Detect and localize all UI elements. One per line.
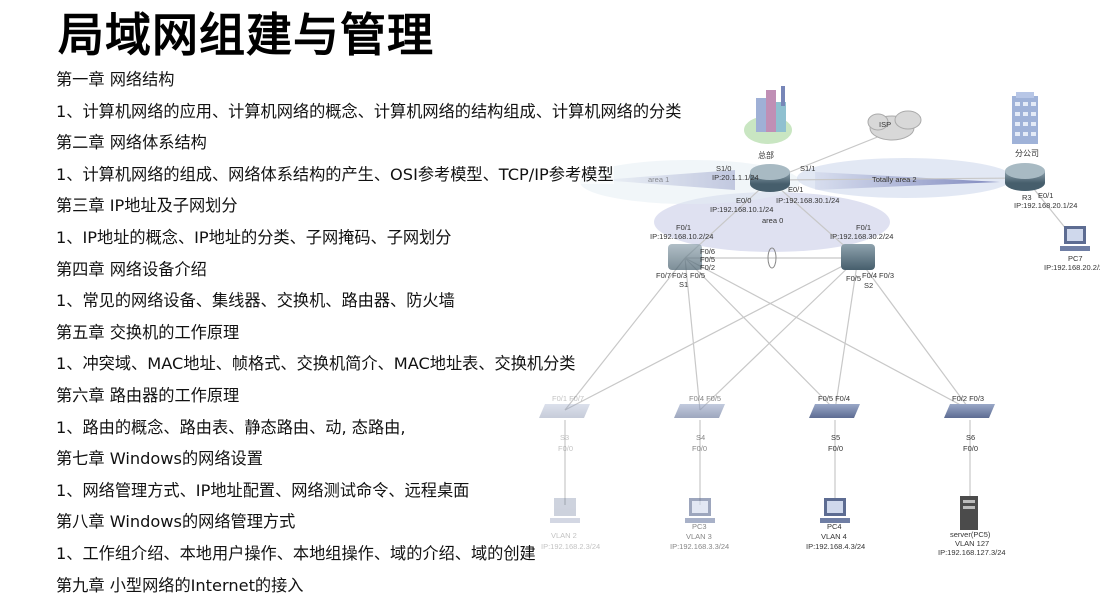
pc-vlan2-label: VLAN 2 <box>551 531 577 540</box>
switch-s2-icon <box>841 244 875 270</box>
s1-f05-label: F0/5 <box>700 255 715 264</box>
router-hq-icon <box>750 164 790 192</box>
outline-item: 1、计算机网络的应用、计算机网络的概念、计算机网络的结构组成、计算机网络的分类 <box>56 101 682 121</box>
area0-region <box>654 192 890 252</box>
s1-f05b-label: F0/5 <box>690 271 705 280</box>
outline-item: 1、网络管理方式、IP地址配置、网络测试命令、远程桌面 <box>56 480 470 500</box>
pc7-label: PC7 <box>1068 254 1083 263</box>
outline-item: 1、工作组介绍、本地用户操作、本地组操作、域的介绍、域的创建 <box>56 543 536 563</box>
s4-ports-label: F0/4 F0/5 <box>689 394 721 403</box>
outline-item: 第三章 IP地址及子网划分 <box>56 196 238 216</box>
s6-label: S6 <box>966 433 975 442</box>
pc7-icon <box>1060 226 1090 251</box>
s5-ports-label: F0/5 F0/4 <box>818 394 850 403</box>
isp-cloud-icon <box>867 110 922 141</box>
outline-item: 第九章 小型网络的Internet的接入 <box>56 575 304 595</box>
s1-f07-label: F0/7 <box>656 271 671 280</box>
switch-s4-icon <box>674 404 725 418</box>
s4-label: S4 <box>696 433 705 442</box>
switch-s3-icon <box>539 404 590 418</box>
outline-item: 1、IP地址的概念、IP地址的分类、子网掩码、子网划分 <box>56 227 452 247</box>
s1-f01-ip: IP:192.168.10.2/24 <box>650 232 713 241</box>
area1-arrow <box>600 170 735 190</box>
outline-item: 第六章 路由器的工作原理 <box>56 385 240 405</box>
pc-vlan2-icon <box>550 498 580 523</box>
course-outline: 第一章 网络结构 1、计算机网络的应用、计算机网络的概念、计算机网络的结构组成、… <box>56 68 682 605</box>
server-icon <box>960 496 978 530</box>
etherchannel-mark <box>767 247 777 269</box>
branch-label: 分公司 <box>1015 149 1039 158</box>
hq-e0-1-label: E0/1 <box>788 185 803 194</box>
s1-f01-label: F0/1 <box>676 223 691 232</box>
hq-label: 总部 <box>758 150 774 160</box>
s3-ports-label: F0/1 F0/7 <box>552 394 584 403</box>
server-label: server(PC5) <box>950 530 991 539</box>
s1-f06-label: F0/6 <box>700 247 715 256</box>
s4-down-label: F0/0 <box>692 444 707 453</box>
s2-f03-label: F0/3 <box>879 271 894 280</box>
pc3-vlan: VLAN 3 <box>686 532 712 541</box>
e0-0-label: E0/0 <box>736 196 751 205</box>
outline-item: 第八章 Windows的网络管理方式 <box>56 512 296 532</box>
switch-s5-icon <box>809 404 860 418</box>
outline-item: 1、常见的网络设备、集线器、交换机、路由器、防火墙 <box>56 291 455 311</box>
pc4-vlan: VLAN 4 <box>821 532 847 541</box>
outline-item: 第四章 网络设备介绍 <box>56 259 207 279</box>
s2-f05-label: F0/5 <box>846 274 861 283</box>
s3-label: S3 <box>560 433 569 442</box>
branch-building-icon <box>1012 92 1038 144</box>
e0-0-ip: IP:192.168.10.1/24 <box>710 205 773 214</box>
s2-f01-label: F0/1 <box>856 223 871 232</box>
r3-port-label: E0/1 <box>1038 191 1053 200</box>
pc4-icon <box>820 498 850 523</box>
switch-s6-icon <box>944 404 995 418</box>
area0-label: area 0 <box>762 216 783 225</box>
diagram-labels: ISP 总部 分公司 area 0 area 1 Totally area 2 … <box>541 120 1100 557</box>
r3-label: R3 <box>1022 193 1032 202</box>
outline-item: 1、计算机网络的组成、网络体系结构的产生、OSI参考模型、TCP/IP参考模型 <box>56 164 614 184</box>
pc3-ip: IP:192.168.3.3/24 <box>670 542 729 551</box>
s1-label: S1 <box>679 280 688 289</box>
isp-label: ISP <box>879 120 891 129</box>
page-title: 局域网组建与管理 <box>58 8 434 62</box>
hq-e0-1-ip: IP:192.168.30.1/24 <box>776 196 839 205</box>
area2-arrow <box>815 172 1000 190</box>
server-vlan: VLAN 127 <box>955 539 989 548</box>
pc-vlan2-ip: IP:192.168.2.3/24 <box>541 542 600 551</box>
outline-item: 第五章 交换机的工作原理 <box>56 322 240 342</box>
switch-s1-icon <box>668 244 702 270</box>
s1-0-label: S1/0 <box>716 164 731 173</box>
s1-f02-label: F0/2 <box>700 263 715 272</box>
s2-label: S2 <box>864 281 873 290</box>
outline-item: 第一章 网络结构 <box>56 70 175 89</box>
s1-f03-label: F0/3 <box>672 271 687 280</box>
outline-item: 第二章 网络体系结构 <box>56 133 207 153</box>
server-ip: IP:192.168.127.3/24 <box>938 548 1006 557</box>
outline-item: 1、冲突域、MAC地址、帧格式、交换机简介、MAC地址表、交换机分类 <box>56 354 576 374</box>
router-r3-icon <box>1005 163 1045 191</box>
s5-label: S5 <box>831 433 840 442</box>
pc4-ip: IP:192.168.4.3/24 <box>806 542 865 551</box>
pc7-ip: IP:192.168.20.2/24 <box>1044 263 1100 272</box>
area2-label: Totally area 2 <box>872 175 917 184</box>
pc3-label: PC3 <box>692 522 707 531</box>
outline-item: 1、路由的概念、路由表、静态路由、动, 态路由, <box>56 417 406 437</box>
s2-f01-ip: IP:192.168.30.2/24 <box>830 232 893 241</box>
area1-label: area 1 <box>648 175 669 184</box>
s1-1-label: S1/1 <box>800 164 815 173</box>
s1-0-ip: IP:20.1.1.1/24 <box>712 173 759 182</box>
hq-building-icon <box>744 86 792 144</box>
pc3-icon <box>685 498 715 523</box>
pc4-label: PC4 <box>827 522 842 531</box>
s3-down-label: F0/0 <box>558 444 573 453</box>
s2-f04-label: F0/4 <box>862 271 877 280</box>
s5-down-label: F0/0 <box>828 444 843 453</box>
outline-item: 第七章 Windows的网络设置 <box>56 449 263 469</box>
s6-down-label: F0/0 <box>963 444 978 453</box>
r3-ip: IP:192.168.20.1/24 <box>1014 201 1077 210</box>
s6-ports-label: F0/2 F0/3 <box>952 394 984 403</box>
